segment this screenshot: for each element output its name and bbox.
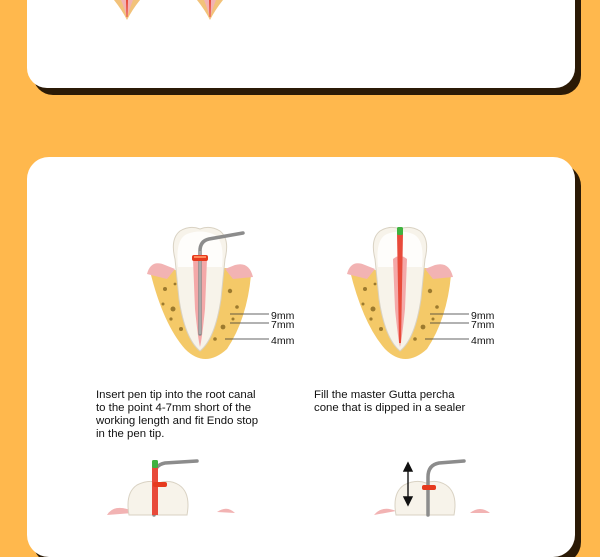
tooth-diagram-step-4 [374,459,490,517]
tooth-diagram-step-1 [147,226,269,359]
pen-tip-instrument-icon [192,231,245,336]
depth-label: 9mm [271,310,295,322]
tooth-diagram-step-2 [347,226,469,359]
instructions-card: 9mm 7mm 4mm 9mm 7mm 4mm Ins [27,157,575,557]
gutta-percha-cone-icon [397,227,403,343]
top-card [27,0,575,88]
tooth-root-icon [197,0,223,20]
up-down-arrow-icon [402,461,414,507]
tooth-root-icon [114,0,140,20]
depth-label: 4mm [471,335,495,347]
depth-label: 7mm [271,319,295,331]
depth-label: 4mm [271,335,295,347]
depth-label: 7mm [471,319,495,331]
step-2-caption: Fill the master Gutta percha cone that i… [314,389,466,414]
depth-label: 9mm [471,310,495,322]
depth-labels-step-1: 9mm 7mm 4mm [271,310,295,347]
tooth-diagram-step-3 [107,459,235,517]
step-1-caption: Insert pen tip into the root canal to th… [96,389,259,440]
depth-labels-step-2: 9mm 7mm 4mm [471,310,495,347]
